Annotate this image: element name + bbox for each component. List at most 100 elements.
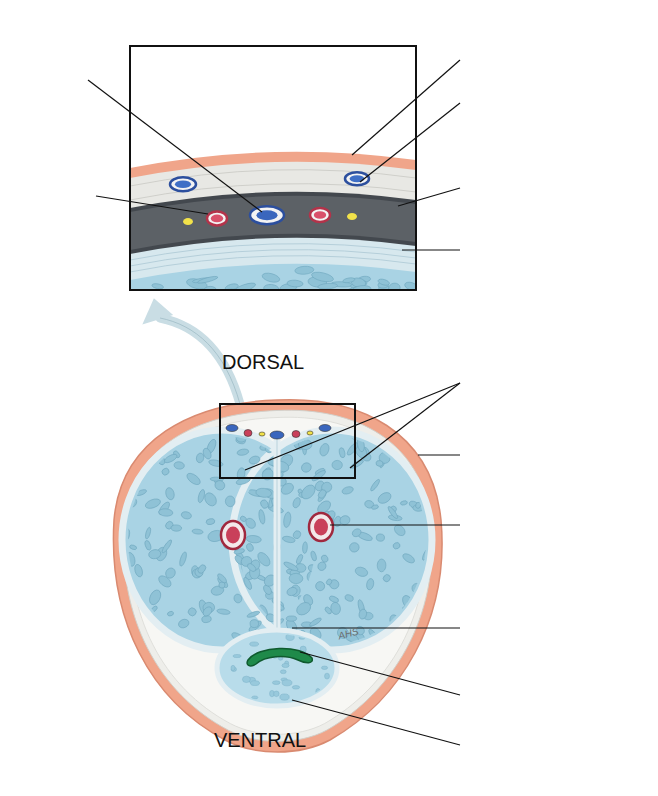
leader-line — [360, 103, 460, 182]
dorsal-vessel — [292, 431, 300, 438]
cavernous-space — [400, 594, 415, 611]
cavernous-space — [388, 283, 400, 290]
cavernous-space — [344, 594, 354, 603]
cavernous-space — [164, 566, 177, 580]
cavernous-space — [279, 481, 295, 496]
cavernous-space — [292, 497, 302, 509]
deep-artery — [221, 521, 245, 549]
cavernous-space — [202, 447, 213, 460]
cavernous-space — [307, 571, 317, 583]
cavernous-space — [358, 608, 368, 620]
cavernous-space — [330, 602, 342, 616]
cavernous-space — [130, 624, 138, 631]
leader-line — [352, 60, 460, 155]
cavernous-space — [162, 635, 171, 644]
cavernous-space — [242, 576, 253, 590]
cavernous-space — [260, 467, 275, 482]
cavernous-space — [310, 551, 317, 562]
cavernous-space — [369, 478, 381, 492]
cavernous-space — [255, 550, 272, 568]
spongy-space — [280, 694, 289, 700]
deep-artery-lumen — [314, 519, 328, 536]
leader-line — [292, 700, 460, 745]
cavernous-space — [197, 489, 206, 503]
spongy-space — [320, 695, 325, 699]
cavernous-space — [201, 615, 211, 623]
skin — [113, 400, 442, 752]
spongy-space — [242, 676, 250, 682]
cavernous-space — [341, 485, 354, 495]
dorsal-vessel — [319, 425, 331, 432]
spongy-space — [250, 642, 259, 646]
cavernous-space — [314, 580, 326, 592]
cavernous-space — [401, 552, 416, 565]
leader-line — [300, 652, 460, 695]
leader-line — [292, 627, 460, 628]
tunica-albuginea — [130, 238, 416, 290]
urethra — [247, 648, 312, 665]
dorsal-artery — [207, 211, 227, 225]
cavernous-space — [216, 572, 228, 584]
cavernous-space — [131, 620, 139, 629]
spongy-space — [233, 654, 241, 657]
dorsal-artery — [310, 208, 330, 222]
cavernous-space — [233, 434, 243, 444]
cavernous-space — [135, 456, 149, 471]
spongy-space — [292, 686, 299, 690]
fascia — [123, 410, 432, 741]
cavernous-space — [131, 628, 138, 637]
deep-artery-lumen — [226, 527, 240, 544]
cavernous-space — [253, 613, 264, 623]
cavernous-space — [342, 277, 355, 284]
cavernous-space — [174, 461, 185, 470]
dorsal-artery-lumen — [314, 211, 326, 219]
cavernous-space — [295, 266, 314, 275]
cavernous-space — [318, 442, 330, 457]
orientation-label: DORSAL — [222, 351, 304, 374]
spongy-space — [223, 639, 230, 645]
leader-line — [330, 524, 460, 525]
cavernous-space — [148, 549, 162, 560]
cavernous-space — [320, 554, 328, 563]
spongy-space — [231, 665, 235, 670]
cavernous-space — [292, 530, 302, 540]
cavernous-space — [325, 578, 333, 586]
cavernous-space — [152, 283, 164, 290]
leader-line — [398, 188, 460, 206]
tunica-fibre — [130, 250, 416, 266]
cavernous-space — [354, 566, 369, 578]
dorsal-vessel — [307, 431, 313, 435]
cavernous-space — [237, 448, 250, 456]
cavernous-space — [421, 547, 431, 561]
leader-line — [350, 383, 460, 468]
dorsal-vessel — [259, 432, 265, 436]
cavernous-space — [206, 518, 216, 525]
superficial-dorsal-vein-lumen — [175, 180, 191, 188]
cavernous-space — [351, 527, 363, 538]
spongy-space — [250, 681, 259, 686]
cavernous-space — [144, 527, 151, 540]
cavernous-space — [255, 487, 272, 498]
tunica-fibre — [130, 256, 416, 272]
superficial-dorsal-vein-lumen — [350, 175, 365, 182]
deep-dorsal-vein — [250, 206, 284, 224]
spongy-space — [321, 666, 327, 669]
cavernous-space — [298, 438, 313, 450]
cavernous-space — [366, 578, 375, 590]
cavernous-space — [129, 461, 143, 477]
cavernous-space — [348, 541, 360, 553]
cavernous-space — [410, 593, 420, 604]
cavernous-space — [351, 431, 363, 440]
cavernous-space — [213, 479, 226, 492]
leader-line — [88, 80, 262, 212]
cavernous-space — [192, 529, 203, 535]
cavernous-space — [311, 591, 321, 600]
cavernous-space — [121, 448, 135, 466]
septum — [274, 436, 281, 642]
cavernous-space — [328, 595, 339, 603]
cavernous-space — [124, 631, 135, 642]
cavernous-space — [392, 541, 401, 550]
cavernous-space — [377, 278, 390, 286]
cavernous-space — [240, 614, 249, 622]
cavernous-space — [135, 488, 147, 496]
